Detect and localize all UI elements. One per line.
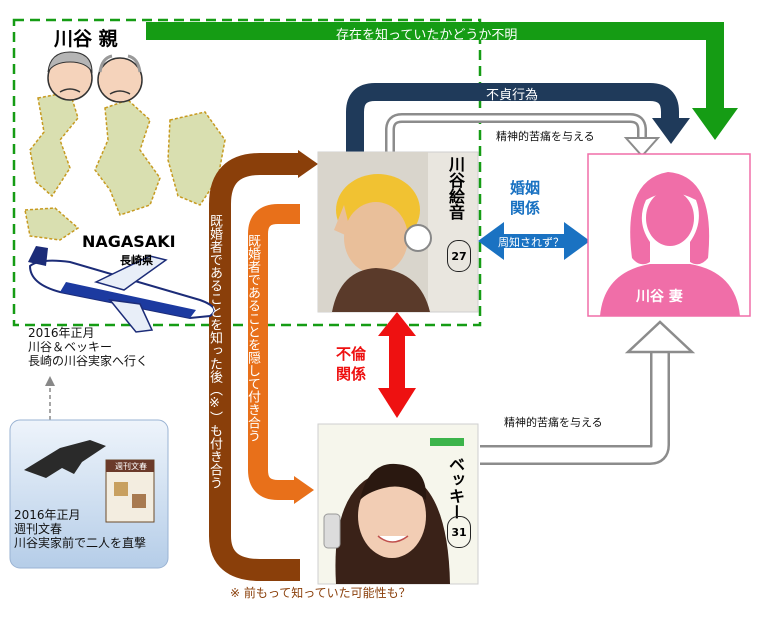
- after-knowing-arrow: [209, 150, 318, 581]
- bomber-silhouette: [24, 440, 106, 478]
- becky-age: 31: [447, 516, 471, 548]
- hidden-marriage-arrow: [248, 204, 314, 504]
- marriage-known-label: 周知されず？: [498, 236, 564, 249]
- parents-label: 川谷 親: [54, 28, 118, 50]
- becky-photo: [317, 423, 479, 585]
- trip-note: 2016年正月 川谷＆ベッキー 長崎の川谷実家へ行く: [28, 326, 148, 368]
- father-icon: [97, 54, 143, 103]
- magazine-cover-title: 週刊文春: [115, 462, 147, 471]
- report-link-arrow: [45, 376, 55, 420]
- airplane-icon: [28, 246, 216, 333]
- distress-bottom-label: 精神的苦痛を与える: [504, 416, 603, 429]
- wife-silhouette: [587, 153, 751, 317]
- hidden-marriage-label: 既婚者であることを隠して付き合う: [245, 234, 260, 442]
- magazine-note-line1: 2016年正月: [14, 508, 81, 522]
- distress-bottom-arrow: [480, 320, 696, 465]
- infidelity-arrow: [346, 83, 690, 152]
- trip-note-line1: 2016年正月: [28, 326, 95, 340]
- after-knowing-label: 既婚者であることを知った後（※）も付き合う: [207, 214, 222, 489]
- marriage-arrow: [478, 222, 590, 260]
- kawatani-photo: [317, 151, 479, 313]
- trip-note-line3: 長崎の川谷実家へ行く: [28, 354, 149, 368]
- affair-arrow: [378, 312, 416, 418]
- becky-name: ベッキー: [446, 456, 465, 520]
- magazine-note-line3: 川谷実家前で二人を直撃: [14, 536, 147, 550]
- parents-region-border: [12, 18, 482, 327]
- affair-label: 不倫 関係: [336, 345, 367, 383]
- magazine-note: 2016年正月 週刊文春 川谷実家前で二人を直撃: [14, 508, 146, 550]
- infidelity-label: 不貞行為: [486, 88, 539, 103]
- mother-icon: [47, 51, 93, 101]
- unknown-awareness-label: 存在を知っていたかどうか不明: [336, 28, 518, 43]
- wife-label: 川谷 妻: [636, 289, 683, 305]
- map-place-jp-label: 長崎県: [120, 254, 153, 267]
- kawatani-age: 27: [447, 240, 471, 272]
- marriage-label: 婚姻 関係: [510, 179, 541, 217]
- kawatani-name: 川谷絵音: [446, 156, 465, 220]
- map-place-label: NAGASAKI: [82, 232, 176, 251]
- distress-top-label: 精神的苦痛を与える: [496, 130, 595, 143]
- distress-top-arrow: [385, 113, 661, 158]
- trip-note-line2: 川谷＆ベッキー: [28, 340, 113, 354]
- magazine-note-line2: 週刊文春: [14, 522, 63, 536]
- parents-to-wife-arrow: [146, 22, 738, 140]
- note-label: ※ 前もって知っていた可能性も？: [230, 586, 411, 600]
- nagasaki-map: [24, 91, 226, 241]
